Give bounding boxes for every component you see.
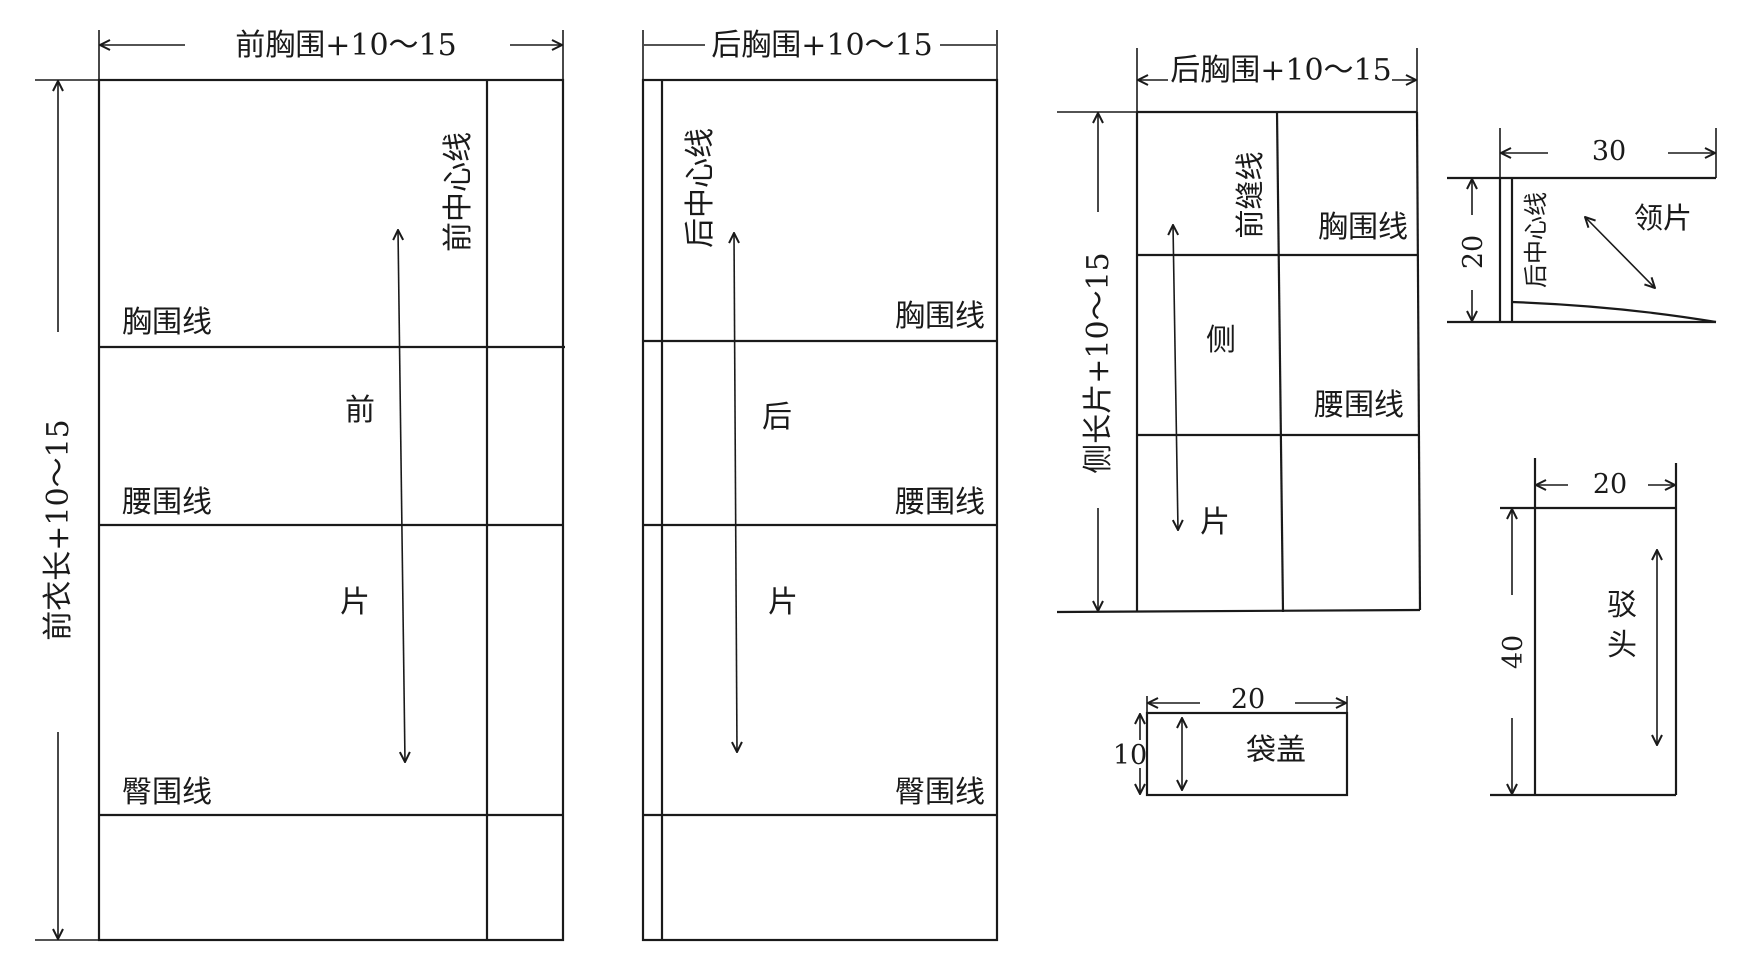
side-bottom-edge bbox=[1056, 608, 1421, 614]
back-waist-line-label: 腰围线 bbox=[895, 485, 985, 520]
facing-name-char-2: 头 bbox=[1607, 628, 1637, 663]
pocket-width-value: 20 bbox=[1231, 684, 1265, 715]
collar-center-line-label: 后中心线 bbox=[1522, 192, 1550, 288]
back-panel-outline bbox=[641, 78, 999, 942]
collar-grain-line-arrow bbox=[1585, 217, 1655, 288]
facing-piece: 20 40 驳 头 bbox=[1490, 458, 1678, 797]
back-hip-line-label: 臀围线 bbox=[895, 775, 985, 810]
back-center-line-label: 后中心线 bbox=[683, 128, 718, 248]
front-center-line-label: 前中心线 bbox=[441, 132, 476, 252]
front-waist-line-label: 腰围线 bbox=[122, 485, 212, 520]
collar-width-value: 30 bbox=[1592, 136, 1626, 167]
side-chest-line-label: 胸围线 bbox=[1318, 210, 1408, 245]
back-panel: 后胸围+10～15 后中心线 胸围线 腰围线 臀围线 后 片 bbox=[641, 28, 999, 942]
front-panel: 前胸围+10～15 前衣长+10～15 前中心线 胸围线 腰围线 臀围线 前 片 bbox=[35, 28, 565, 942]
back-width-label: 后胸围+10～15 bbox=[711, 28, 932, 63]
side-seam-line-label: 前缝线 bbox=[1233, 151, 1267, 238]
side-piece-char-1: 侧 bbox=[1206, 323, 1236, 358]
side-length-label: 侧长片+10～15 bbox=[1081, 252, 1116, 473]
front-width-label: 前胸围+10～15 bbox=[235, 28, 456, 63]
front-panel-outline bbox=[97, 78, 565, 942]
back-piece-char-1: 后 bbox=[762, 400, 792, 435]
side-panel: 后胸围+10～15 侧长片+10～15 前缝线 胸围线 腰围线 侧 片 bbox=[1056, 48, 1422, 614]
side-width-label: 后胸围+10～15 bbox=[1170, 53, 1391, 88]
collar-name-label: 领片 bbox=[1634, 201, 1692, 235]
side-right-edge bbox=[1415, 111, 1422, 611]
back-chest-line-label: 胸围线 bbox=[895, 299, 985, 334]
side-seam-line bbox=[1275, 111, 1285, 613]
pocket-flap-name-label: 袋盖 bbox=[1246, 733, 1306, 768]
back-piece-char-2: 片 bbox=[768, 585, 798, 620]
collar-neck-curve bbox=[1511, 300, 1717, 324]
front-piece-char-1: 前 bbox=[345, 393, 375, 428]
front-grain-line-arrow bbox=[398, 230, 405, 762]
pocket-flap-piece: 20 10 袋盖 bbox=[1113, 684, 1349, 797]
front-hip-line-label: 臀围线 bbox=[122, 775, 212, 810]
side-piece-char-2: 片 bbox=[1200, 505, 1230, 540]
side-waist-line-label: 腰围线 bbox=[1314, 388, 1404, 423]
collar-height-value: 20 bbox=[1458, 235, 1489, 269]
collar-piece: 30 20 后中心线 领片 bbox=[1447, 128, 1717, 324]
side-grain-line-arrow bbox=[1173, 225, 1178, 530]
pocket-height-value: 10 bbox=[1113, 740, 1147, 771]
pocket-flap-outline bbox=[1145, 711, 1349, 797]
facing-height-value: 40 bbox=[1498, 635, 1529, 669]
facing-name-char-1: 驳 bbox=[1607, 588, 1637, 623]
back-grain-line-arrow bbox=[734, 233, 737, 752]
front-length-label: 前衣长+10～15 bbox=[41, 419, 76, 640]
front-chest-line-label: 胸围线 bbox=[122, 305, 212, 340]
facing-width-value: 20 bbox=[1593, 469, 1627, 500]
front-piece-char-2: 片 bbox=[340, 585, 370, 620]
